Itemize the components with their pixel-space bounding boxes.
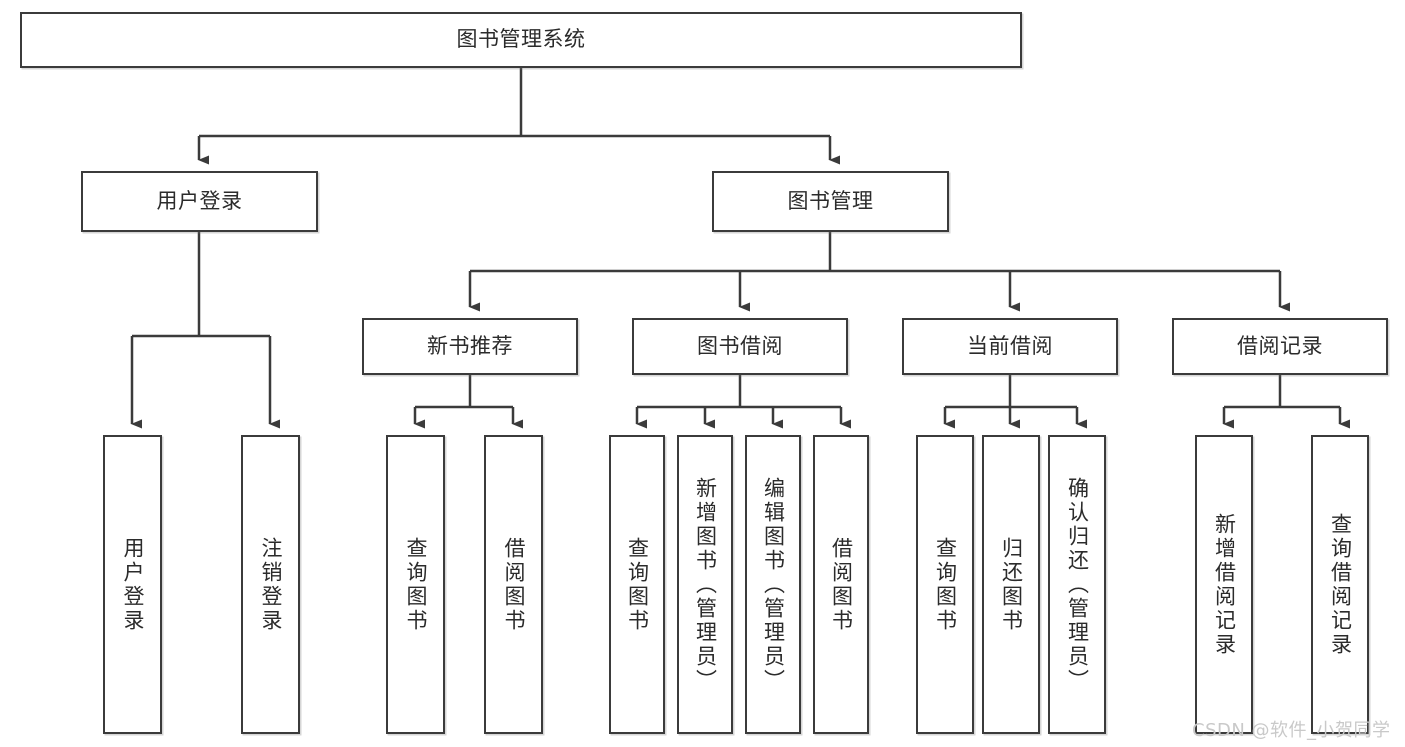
node-current-borrow[interactable]: 当前借阅 [902, 318, 1118, 375]
edge-group-user-login [130, 232, 280, 429]
node-leaf-query-book-borrow[interactable]: 查询图书 [609, 435, 665, 734]
node-label: 新增借阅记录 [1212, 512, 1237, 657]
node-leaf-return-book[interactable]: 归还图书 [982, 435, 1040, 734]
node-label: 借阅图书 [502, 536, 526, 633]
node-leaf-edit-book-admin[interactable]: 编辑图书（管理员） [745, 435, 801, 734]
node-book-borrow[interactable]: 图书借阅 [632, 318, 848, 375]
node-label: 借阅图书 [829, 536, 854, 633]
node-leaf-confirm-return-admin[interactable]: 确认归还（管理员） [1048, 435, 1106, 734]
node-leaf-borrow-book-recommend[interactable]: 借阅图书 [484, 435, 543, 734]
node-root-book-management-system[interactable]: 图书管理系统 [20, 12, 1022, 68]
node-label: 查询图书 [404, 536, 428, 633]
node-new-book-recommend[interactable]: 新书推荐 [362, 318, 578, 375]
edge-group-borrow-record [1222, 375, 1350, 429]
node-book-management[interactable]: 图书管理 [712, 171, 949, 232]
node-label: 查询图书 [933, 536, 958, 633]
node-label: 新书推荐 [427, 333, 513, 358]
node-label: 新增图书（管理员） [693, 476, 718, 693]
node-leaf-query-book-current[interactable]: 查询图书 [916, 435, 974, 734]
node-label: 编辑图书（管理员） [761, 476, 786, 693]
edge-group-root [197, 68, 840, 165]
node-label: 查询借阅记录 [1328, 512, 1353, 657]
node-label: 借阅记录 [1237, 333, 1323, 358]
node-label: 确认归还（管理员） [1065, 476, 1090, 693]
node-label: 归还图书 [999, 536, 1024, 633]
node-leaf-add-borrow-record[interactable]: 新增借阅记录 [1195, 435, 1253, 734]
node-borrow-record[interactable]: 借阅记录 [1172, 318, 1388, 375]
node-leaf-logout[interactable]: 注销登录 [241, 435, 300, 734]
node-label: 图书管理系统 [456, 27, 586, 52]
node-label: 图书借阅 [697, 333, 783, 358]
node-leaf-borrow-book[interactable]: 借阅图书 [813, 435, 869, 734]
node-label: 当前借阅 [967, 333, 1053, 358]
node-label: 图书管理 [787, 188, 874, 213]
edge-group-current-borrow [943, 375, 1087, 429]
node-label: 注销登录 [259, 536, 283, 633]
node-label: 用户登录 [156, 188, 243, 213]
node-label: 用户登录 [121, 536, 145, 633]
node-leaf-add-book-admin[interactable]: 新增图书（管理员） [677, 435, 733, 734]
edge-group-book-borrow [635, 375, 851, 429]
node-user-login[interactable]: 用户登录 [81, 171, 318, 232]
node-leaf-query-borrow-record[interactable]: 查询借阅记录 [1311, 435, 1369, 734]
node-leaf-user-login[interactable]: 用户登录 [103, 435, 162, 734]
edge-group-book-management [468, 232, 1290, 312]
node-leaf-query-book-recommend[interactable]: 查询图书 [386, 435, 445, 734]
edge-group-new-book-recommend [413, 375, 523, 429]
node-label: 查询图书 [625, 536, 650, 633]
